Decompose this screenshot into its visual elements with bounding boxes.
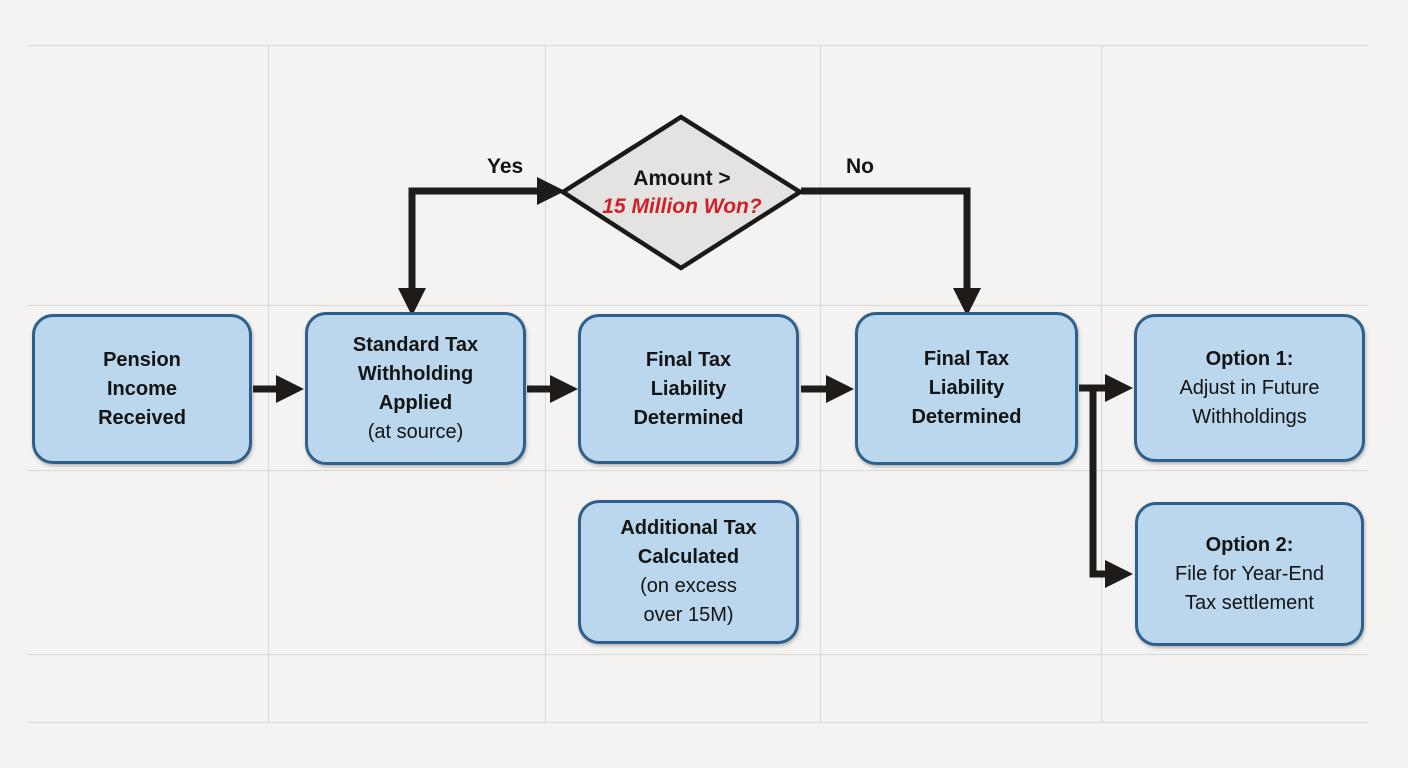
node-text-line: Additional Tax [620, 517, 757, 539]
gridline-horizontal [28, 470, 1368, 471]
yes-branch-connector [398, 177, 565, 316]
node-final-tax-liability-1: Final Tax Liability Determined [578, 314, 799, 464]
node-text-line: Option 1: [1205, 347, 1294, 370]
node-option-1: Option 1: Adjust in Future Withholdings [1134, 314, 1365, 462]
gridline-vertical [545, 45, 546, 722]
node-text-line: Standard Tax [352, 333, 479, 356]
node-text-line: Liability [928, 377, 1005, 399]
node-text-line: Final Tax [645, 348, 732, 371]
no-branch-connector [801, 187, 981, 316]
decision-line-2: 15 Million Won? [602, 194, 762, 218]
yes-branch-label: Yes [487, 155, 524, 178]
node-text-line: Liability [650, 377, 727, 400]
gridline-vertical [268, 45, 269, 722]
node-option-2: Option 2: File for Year-End Tax settleme… [1135, 502, 1364, 646]
node-text-line: Option 2: [1205, 533, 1294, 556]
node-text-line: Adjust in Future [1179, 376, 1320, 399]
node-text-line: Final Tax [923, 348, 1010, 370]
node-text-line: Tax settlement [1185, 591, 1314, 614]
arrow-pension-to-withholding [253, 375, 304, 403]
node-text-line: Applied [378, 391, 453, 414]
node-text-line: Received [98, 406, 186, 429]
node-text-line: Determined [911, 406, 1022, 428]
decision-line-1: Amount > [633, 166, 731, 190]
node-additional-tax-calculated: Additional Tax Calculated (on excess ove… [578, 500, 799, 644]
arrow-withholding-to-final [527, 375, 578, 403]
gridline-horizontal [28, 305, 1368, 306]
gridline-vertical [1101, 45, 1102, 722]
node-text-line: Withholding [357, 362, 474, 385]
node-standard-tax-withholding: Standard Tax Withholding Applied (at sou… [305, 312, 526, 465]
arrow-final-to-final [801, 375, 854, 403]
node-text-line: Calculated [637, 546, 740, 568]
node-text-line: (at source) [367, 420, 464, 443]
node-text-line: over 15M) [643, 604, 734, 626]
no-branch-label: No [846, 155, 874, 178]
gridline-horizontal [28, 722, 1368, 723]
split-connector-to-options [1079, 374, 1133, 588]
node-final-tax-liability-2: Final Tax Liability Determined [855, 312, 1078, 465]
gridline-vertical [820, 45, 821, 722]
gridline-horizontal [28, 654, 1368, 655]
node-text-line: Pension [103, 348, 181, 371]
node-text-line: Withholdings [1192, 405, 1307, 428]
gridline-horizontal [28, 45, 1368, 46]
node-text-line: Determined [633, 406, 744, 429]
node-pension-income-received: Pension Income Received [32, 314, 252, 464]
node-text-line: File for Year-End [1175, 562, 1324, 585]
node-text-line: Income [106, 377, 178, 400]
node-text-line: (on excess [640, 575, 737, 597]
decision-diamond-text: Amount > 15 Million Won? [563, 145, 801, 240]
